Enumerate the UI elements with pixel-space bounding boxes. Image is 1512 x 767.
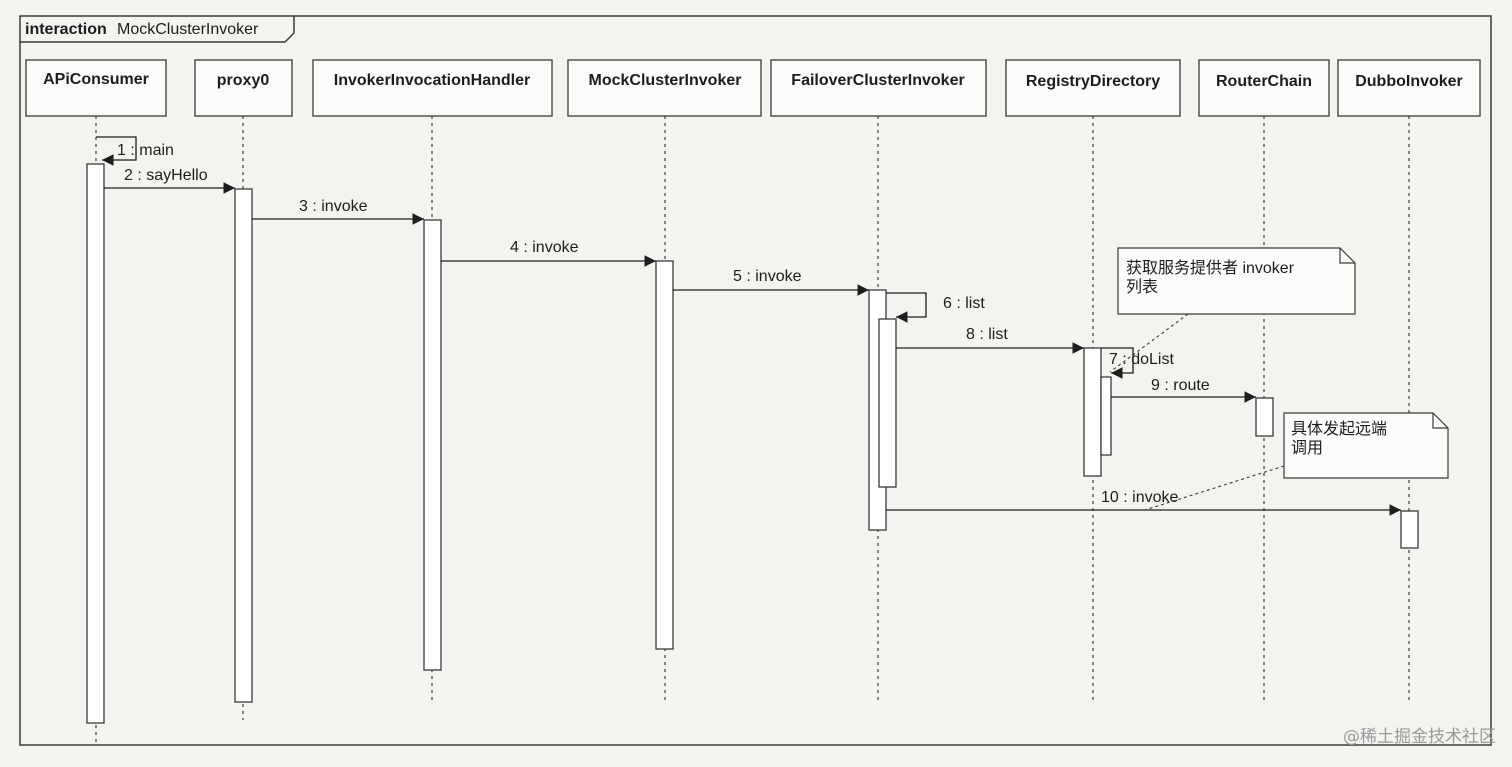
note-line-2: 调用 — [1291, 439, 1323, 457]
note-connector — [1144, 465, 1285, 511]
activation-bar-registrydirectory-nested — [1100, 376, 1112, 456]
message-label-9: 9 : route — [1151, 377, 1210, 394]
activation-bar-apiconsumer — [86, 163, 105, 724]
note-box — [1283, 412, 1449, 479]
note-line-1: 具体发起远端 — [1291, 420, 1387, 438]
lifeline-head-box — [194, 59, 293, 117]
note-connector — [1109, 313, 1189, 373]
note-invoker-list: 获取服务提供者 invoker 列表 — [1109, 247, 1356, 373]
message-arrow-1 — [96, 136, 137, 166]
lifeline-invokerinvocationhandler: InvokerInvocationHandler — [312, 59, 553, 117]
message-arrow-6 — [886, 292, 927, 323]
message-label-7: 7 : doList — [1109, 351, 1174, 368]
message-label-5: 5 : invoke — [733, 268, 802, 285]
message-labels: 1 : main 2 : sayHello 3 : invoke 4 : inv… — [117, 142, 1210, 506]
frame-name: MockClusterInvoker — [117, 21, 259, 38]
lifeline-label-routerchain: RouterChain — [1216, 73, 1312, 90]
interaction-frame: interaction MockClusterInvoker — [19, 15, 1492, 746]
note-remote-call: 具体发起远端 调用 — [1144, 412, 1449, 511]
watermark: @稀土掘金技术社区 — [1343, 727, 1496, 747]
lifeline-label-proxy0: proxy0 — [217, 72, 270, 89]
message-label-3: 3 : invoke — [299, 198, 368, 215]
note-fold — [1339, 248, 1355, 264]
message-label-4: 4 : invoke — [510, 239, 579, 256]
frame-keyword: interaction — [25, 21, 107, 38]
lifeline-label-dubboinvoker: DubboInvoker — [1355, 73, 1463, 90]
lifeline-stems — [95, 116, 1410, 742]
lifeline-label-registrydirectory: RegistryDirectory — [1026, 73, 1160, 90]
lifeline-head-box — [1005, 59, 1181, 117]
note-box — [1117, 247, 1356, 315]
lifeline-head-box — [567, 59, 762, 117]
lifeline-label-mockclusterinvoker: MockClusterInvoker — [589, 72, 742, 89]
message-arrow-7 — [1101, 347, 1134, 379]
message-label-1: 1 : main — [117, 142, 174, 159]
lifeline-head-box — [25, 59, 167, 117]
messages — [96, 136, 1401, 516]
lifeline-mockclusterinvoker: MockClusterInvoker — [567, 59, 762, 117]
lifeline-label-failoverclusterinvoker: FailoverClusterInvoker — [791, 72, 964, 89]
note-line-2: 列表 — [1126, 278, 1158, 296]
activation-bar-routerchain — [1255, 397, 1274, 437]
note-line-1: 获取服务提供者 invoker — [1126, 259, 1295, 277]
activation-bar-failoverclusterinvoker-nested — [878, 318, 897, 488]
lifeline-apiconsumer: APiConsumer — [25, 59, 167, 117]
lifeline-label-apiconsumer: APiConsumer — [43, 71, 149, 88]
lifeline-head-box — [312, 59, 553, 117]
lifeline-label-invokerinvocationhandler: InvokerInvocationHandler — [334, 72, 531, 89]
message-label-10: 10 : invoke — [1101, 489, 1178, 506]
lifeline-routerchain: RouterChain — [1198, 59, 1330, 117]
message-label-6: 6 : list — [943, 295, 985, 312]
frame-title-tab — [20, 16, 295, 43]
activation-bar-proxy0 — [234, 188, 253, 703]
lifeline-proxy0: proxy0 — [194, 59, 293, 117]
lifeline-registrydirectory: RegistryDirectory — [1005, 59, 1181, 117]
activation-bars — [86, 163, 1419, 724]
activation-bar-registrydirectory — [1083, 347, 1102, 477]
note-fold — [1432, 413, 1448, 429]
activation-bar-invokerinvocationhandler — [423, 219, 442, 671]
lifeline-failoverclusterinvoker: FailoverClusterInvoker — [770, 59, 987, 117]
activation-bar-mockclusterinvoker — [655, 260, 674, 650]
lifeline-heads: APiConsumer proxy0 InvokerInvocationHand… — [25, 59, 1481, 117]
activation-bar-dubboinvoker — [1400, 510, 1419, 549]
message-label-8: 8 : list — [966, 326, 1008, 343]
lifeline-dubboinvoker: DubboInvoker — [1337, 59, 1481, 117]
message-label-2: 2 : sayHello — [124, 167, 208, 184]
lifeline-head-box — [1198, 59, 1330, 117]
lifeline-head-box — [1337, 59, 1481, 117]
